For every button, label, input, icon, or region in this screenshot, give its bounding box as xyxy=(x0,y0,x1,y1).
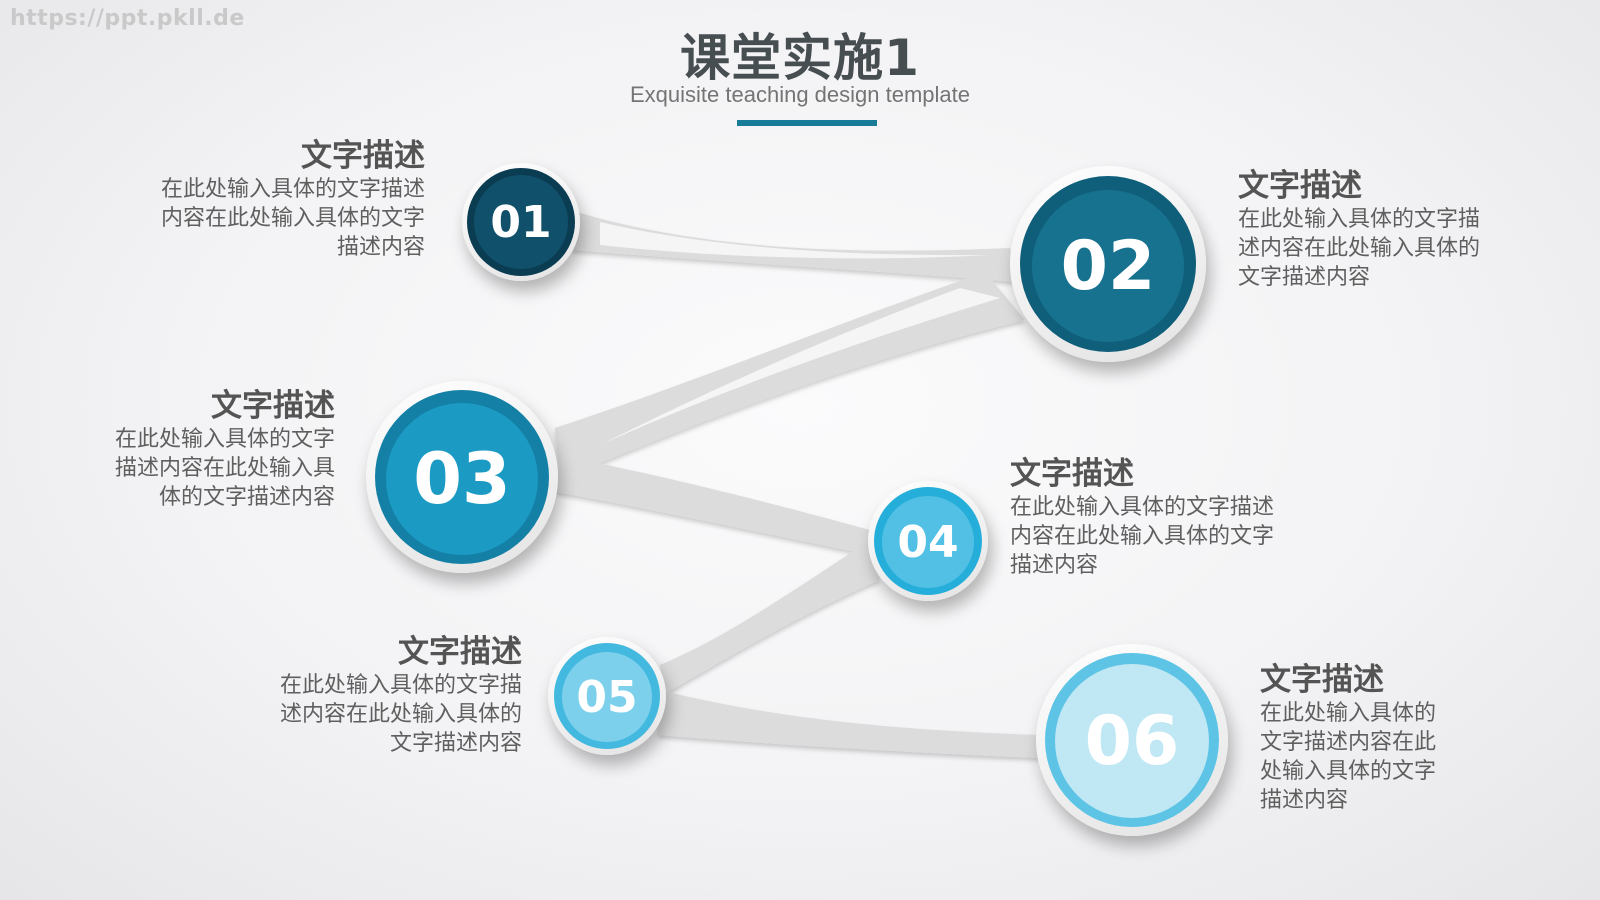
step-desc-line: 在此处输入具体的文字描述 xyxy=(1010,495,1275,521)
step-number-02: 02 xyxy=(1032,190,1184,342)
watermark: https://ppt.pkll.de xyxy=(10,6,245,31)
page-title: 课堂实施1 xyxy=(680,29,920,87)
step-heading-01: 文字描述 xyxy=(301,138,425,174)
step-number-03: 03 xyxy=(386,403,538,555)
title-underline xyxy=(737,120,877,126)
step-text-06: 文字描述 在此处输入具体的 文字描述内容在此 处输入具体的文字 描述内容 xyxy=(1260,662,1500,815)
step-text-05: 文字描述 在此处输入具体的文字描 述内容在此处输入具体的 文字描述内容 xyxy=(220,634,522,758)
step-desc-line: 述内容在此处输入具体的 xyxy=(1238,236,1481,262)
step-node-06: 06 xyxy=(1036,644,1228,836)
step-desc-line: 述内容在此处输入具体的 xyxy=(279,702,522,728)
link-03-04 xyxy=(555,455,872,555)
step-desc-line: 内容在此处输入具体的文字 xyxy=(1010,524,1275,550)
step-heading-02: 文字描述 xyxy=(1238,168,1362,204)
page-subtitle: Exquisite teaching design template xyxy=(630,82,970,107)
step-desc-line: 在此处输入具体的 xyxy=(1260,701,1437,727)
step-text-01: 文字描述 在此处输入具体的文字描述 内容在此处输入具体的文字 描述内容 xyxy=(100,138,425,262)
step-node-02: 02 xyxy=(1010,166,1206,362)
step-text-04: 文字描述 在此处输入具体的文字描述 内容在此处输入具体的文字 描述内容 xyxy=(1010,456,1330,580)
step-desc-line: 描述内容 xyxy=(1260,788,1349,814)
step-desc-line: 文字描述内容在此 xyxy=(1260,730,1437,756)
step-node-04: 04 xyxy=(868,481,988,601)
step-desc-line: 描述内容 xyxy=(1010,553,1099,579)
step-number-05: 05 xyxy=(562,652,652,742)
step-node-01: 01 xyxy=(462,163,580,281)
step-heading-06: 文字描述 xyxy=(1260,662,1384,698)
step-text-03: 文字描述 在此处输入具体的文字 描述内容在此处输入具 体的文字描述内容 xyxy=(60,388,335,512)
link-04-05 xyxy=(660,540,880,692)
step-node-05: 05 xyxy=(548,637,666,755)
step-number-04: 04 xyxy=(882,496,974,588)
step-node-03: 03 xyxy=(366,381,558,573)
link-05-06 xyxy=(658,690,1040,758)
step-desc-line: 描述内容 xyxy=(336,235,425,261)
step-desc-line: 在此处输入具体的文字描 xyxy=(279,673,522,699)
step-desc-line: 描述内容在此处输入具 xyxy=(114,456,335,482)
step-desc-line: 处输入具体的文字 xyxy=(1260,759,1437,785)
link-01-02 xyxy=(570,210,1015,282)
step-desc-line: 内容在此处输入具体的文字 xyxy=(160,206,425,232)
step-text-02: 文字描述 在此处输入具体的文字描 述内容在此处输入具体的 文字描述内容 xyxy=(1238,168,1558,292)
step-desc-line: 在此处输入具体的文字 xyxy=(114,427,335,453)
step-desc-line: 在此处输入具体的文字描 xyxy=(1238,207,1481,233)
step-desc-line: 在此处输入具体的文字描述 xyxy=(160,177,425,203)
step-number-01: 01 xyxy=(474,175,568,269)
step-heading-03: 文字描述 xyxy=(211,388,335,424)
step-heading-04: 文字描述 xyxy=(1010,456,1134,492)
step-desc-line: 文字描述内容 xyxy=(1238,265,1371,291)
step-desc-line: 体的文字描述内容 xyxy=(158,485,335,511)
step-heading-05: 文字描述 xyxy=(398,634,522,670)
step-desc-line: 文字描述内容 xyxy=(389,731,522,757)
step-number-06: 06 xyxy=(1055,664,1209,818)
